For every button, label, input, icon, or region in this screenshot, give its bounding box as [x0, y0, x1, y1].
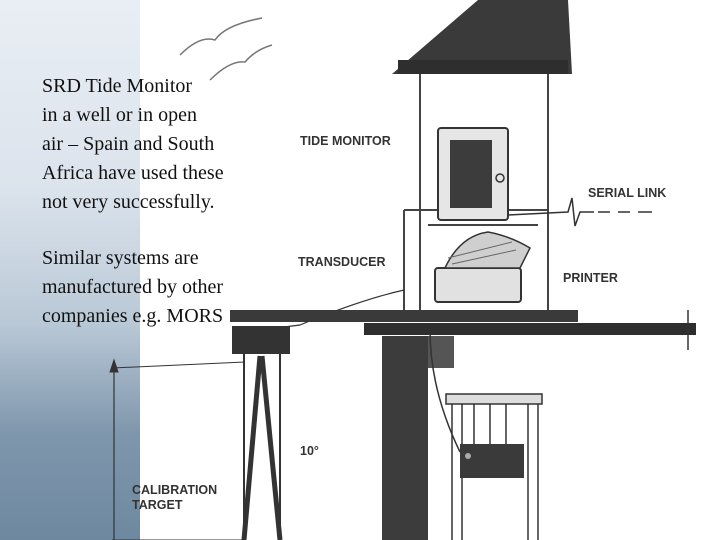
- printer-unit: [434, 231, 531, 303]
- caption-line: air – Spain and South: [42, 133, 215, 155]
- serial-link-line: [507, 197, 652, 227]
- label-serial-link: SERIAL LINK: [588, 186, 666, 200]
- tide-monitor-unit: [437, 127, 509, 221]
- label-transducer: TRANSDUCER: [298, 255, 386, 269]
- label-tide-monitor: TIDE MONITOR: [300, 134, 391, 148]
- logger-box: [460, 444, 524, 478]
- label-calibration-target-line1: CALIBRATION: [132, 483, 217, 497]
- caption-line: SRD Tide Monitor: [42, 75, 193, 97]
- birds-sketch: [179, 17, 273, 81]
- caption-line: in a well or in open: [42, 104, 197, 126]
- label-angle: 10°: [300, 444, 319, 458]
- caption-paragraph-1: SRD Tide Monitor in a well or in open ai…: [42, 72, 302, 217]
- caption-line: manufactured by other: [42, 276, 224, 298]
- caption-line: Similar systems are: [42, 247, 199, 269]
- transducer-head: [232, 326, 290, 354]
- hut-frame: [403, 74, 549, 310]
- angle-beam: [111, 361, 246, 540]
- height-dimension: [109, 358, 119, 540]
- caption-line: Africa have used these: [42, 162, 224, 184]
- support-pile: [382, 336, 454, 540]
- calibration-stand: [241, 354, 283, 540]
- hut-roof: [392, 0, 572, 74]
- caption-line: not very successfully.: [42, 191, 215, 213]
- label-calibration-target-line2: TARGET: [132, 498, 183, 512]
- caption-paragraph-2: Similar systems are manufactured by othe…: [42, 244, 302, 331]
- transducer-cable: [259, 289, 405, 331]
- caption-line: companies e.g. MORS: [42, 305, 224, 327]
- label-printer: PRINTER: [563, 271, 618, 285]
- jetty-deck: [230, 310, 696, 350]
- sea-sky-background: [0, 0, 140, 540]
